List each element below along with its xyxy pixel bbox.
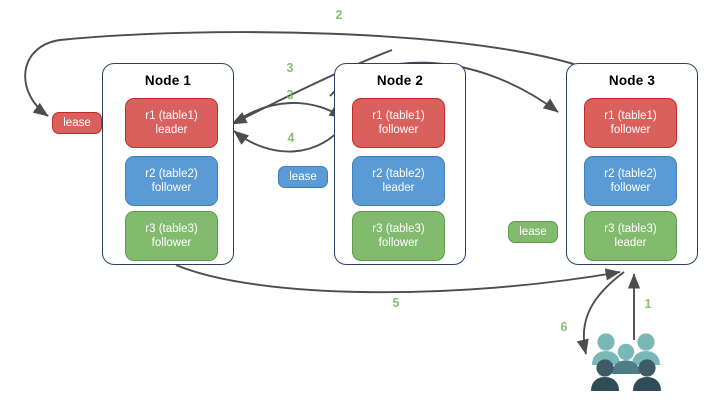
replica-role: follower xyxy=(610,182,651,194)
step-label-4: 4 xyxy=(281,131,301,145)
step-label-1: 1 xyxy=(638,297,658,311)
replica-node2-r2[interactable]: r2 (table2) leader xyxy=(352,156,445,206)
replica-node1-r2[interactable]: r2 (table2) follower xyxy=(125,156,218,206)
users-group-icon xyxy=(591,333,661,391)
step-label-3-upper: 3 xyxy=(280,61,300,75)
replica-node3-r2[interactable]: r2 (table2) follower xyxy=(584,156,677,206)
lease-label: lease xyxy=(519,226,547,238)
edge-node1-to-node2 xyxy=(231,102,345,125)
lease-badge-table3[interactable]: lease xyxy=(508,221,558,243)
node-title-3: Node 3 xyxy=(608,73,656,88)
replica-role: leader xyxy=(382,182,415,194)
step-text: 4 xyxy=(287,131,295,145)
node-title-1: Node 1 xyxy=(144,73,192,88)
replica-name: r2 (table2) xyxy=(145,168,198,180)
step-label-6: 6 xyxy=(554,320,574,334)
step-text: 2 xyxy=(335,8,343,22)
replica-node2-r1[interactable]: r1 (table1) follower xyxy=(352,98,445,148)
lease-badge-table1[interactable]: lease xyxy=(52,112,102,134)
step-label-2: 2 xyxy=(329,8,349,22)
step-text: 5 xyxy=(392,296,400,310)
replica-name: r1 (table1) xyxy=(145,110,198,122)
replica-node1-r3[interactable]: r3 (table3) follower xyxy=(125,211,218,261)
step-label-5: 5 xyxy=(386,296,406,310)
replica-name: r2 (table2) xyxy=(372,168,425,180)
replica-role: leader xyxy=(155,124,188,136)
replica-node2-r3[interactable]: r3 (table3) follower xyxy=(352,211,445,261)
replica-role: leader xyxy=(614,237,647,249)
node-title-2: Node 2 xyxy=(376,73,424,88)
edge-step-5 xyxy=(175,264,621,294)
replica-role: follower xyxy=(610,124,651,136)
replica-role: follower xyxy=(378,124,419,136)
step-text: 1 xyxy=(644,297,652,311)
step-label-3-lower: 3 xyxy=(280,88,300,102)
lease-label: lease xyxy=(289,171,317,183)
replica-name: r3 (table3) xyxy=(145,223,198,235)
replica-node1-r1[interactable]: r1 (table1) leader xyxy=(125,98,218,148)
replica-name: r1 (table1) xyxy=(604,110,657,122)
replica-node3-r3[interactable]: r3 (table3) leader xyxy=(584,211,677,261)
replica-role: follower xyxy=(378,237,419,249)
step-text: 3 xyxy=(286,88,294,102)
replica-name: r1 (table1) xyxy=(372,110,425,122)
step-text: 3 xyxy=(286,61,294,75)
replica-name: r2 (table2) xyxy=(604,168,657,180)
step-text: 6 xyxy=(560,320,568,334)
replica-role: follower xyxy=(151,182,192,194)
lease-badge-table2[interactable]: lease xyxy=(278,166,328,188)
replica-node3-r1[interactable]: r1 (table1) follower xyxy=(584,98,677,148)
lease-label: lease xyxy=(63,117,91,129)
replica-name: r3 (table3) xyxy=(372,223,425,235)
replica-name: r3 (table3) xyxy=(604,223,657,235)
replica-role: follower xyxy=(151,237,192,249)
